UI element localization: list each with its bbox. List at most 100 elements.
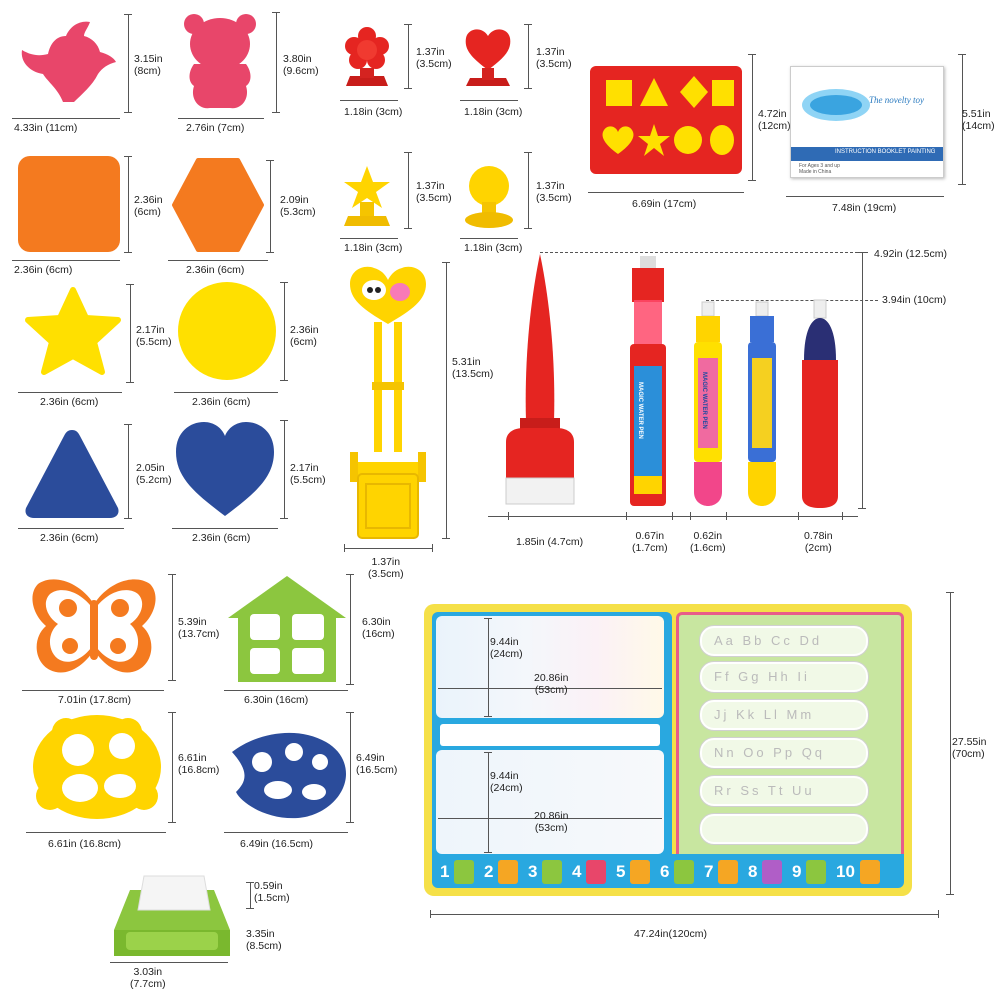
magic-pen-2-label: MAGIC WATER PEN bbox=[701, 372, 707, 429]
stamp3-width-label: 1.18in (3cm) bbox=[344, 242, 403, 254]
water-tray-icon bbox=[114, 875, 230, 956]
mat-number-cell: 5 bbox=[616, 858, 652, 886]
mat-drawing-area-bottom bbox=[436, 750, 664, 854]
booklet-caption bbox=[791, 147, 943, 161]
triangle-height-label: 2.05in(5.2cm) bbox=[136, 462, 172, 486]
fish-stencil-icon bbox=[232, 732, 346, 819]
roller-height-label: 5.31in(13.5cm) bbox=[452, 356, 494, 380]
mat-top-height-label: 9.44in(24cm) bbox=[490, 636, 523, 660]
booklet-height-label: 5.51in(14cm) bbox=[962, 108, 995, 132]
mat-icon-strip bbox=[440, 724, 660, 746]
mat-letter-row: Nn Oo Pp Qq bbox=[700, 738, 868, 768]
mat-bottom-height-label: 9.44in(24cm) bbox=[490, 770, 523, 794]
bird-width-label: 4.33in (11cm) bbox=[14, 122, 78, 134]
bear-sponge-icon bbox=[184, 14, 256, 109]
square-width-label: 2.36in (6cm) bbox=[14, 264, 73, 276]
mat-width-label: 47.24in(120cm) bbox=[634, 928, 707, 940]
mat-letter-row: Aa Bb Cc Dd bbox=[700, 626, 868, 656]
pen1-width-label: 0.67in(1.7cm) bbox=[632, 530, 668, 554]
tray-width-label: 3.03in(7.7cm) bbox=[130, 966, 166, 990]
booklet-small-text: For Ages 3 and up bbox=[799, 163, 840, 169]
roller-width-label: 1.37in(3.5cm) bbox=[368, 556, 404, 580]
square-sponge bbox=[18, 156, 120, 252]
heart-stamp-icon bbox=[465, 29, 511, 86]
mat-letter-row: Ff Gg Hh Ii bbox=[700, 662, 868, 692]
hexagon-width-label: 2.36in (6cm) bbox=[186, 264, 245, 276]
magic-pen-3-icon bbox=[748, 301, 776, 506]
mat-bottom-width-label: 20.86in(53cm) bbox=[534, 810, 569, 834]
heart-sponge-icon bbox=[176, 422, 274, 516]
booklet-logo-icon bbox=[802, 89, 870, 121]
stamp1-height-label: 1.37in(3.5cm) bbox=[416, 46, 452, 70]
mat-height-label: 27.55in(70cm) bbox=[952, 736, 987, 760]
pen2-width-label: 0.62in(1.6cm) bbox=[690, 530, 726, 554]
circle-width-label: 2.36in (6cm) bbox=[192, 396, 251, 408]
tray-depth-label: 3.35in(8.5cm) bbox=[246, 928, 282, 952]
flower-width-label: 6.61in (16.8cm) bbox=[48, 838, 121, 850]
flower-height-label: 6.61in(16.8cm) bbox=[178, 752, 220, 776]
board-width-label: 6.69in (17cm) bbox=[632, 198, 697, 210]
heart-width-label: 2.36in (6cm) bbox=[192, 532, 251, 544]
stamp4-width-label: 1.18in (3cm) bbox=[464, 242, 523, 254]
stamp2-height-label: 1.37in(3.5cm) bbox=[536, 46, 572, 70]
bear-width-label: 2.76in (7cm) bbox=[186, 122, 245, 134]
stamp2-width-label: 1.18in (3cm) bbox=[464, 106, 523, 118]
stamp3-height-label: 1.37in(3.5cm) bbox=[416, 180, 452, 204]
booklet-width-label: 7.48in (19cm) bbox=[832, 202, 897, 214]
house-height-label: 6.30in(16cm) bbox=[362, 616, 395, 640]
board-height-label: 4.72in(12cm) bbox=[758, 108, 791, 132]
circle-sponge bbox=[178, 282, 276, 380]
shape-board-icon bbox=[590, 66, 742, 174]
star-height-label: 2.17in(5.5cm) bbox=[136, 324, 172, 348]
mat-drawing-area-top bbox=[436, 616, 664, 718]
sponge-brush-icon bbox=[505, 254, 575, 505]
water-pen-red-icon bbox=[802, 299, 838, 508]
square-height-label: 2.36in(6cm) bbox=[134, 194, 163, 218]
mat-number-cell: 8 bbox=[748, 858, 784, 886]
mat-letter-row: Jj Kk Ll Mm bbox=[700, 700, 868, 730]
mat-number-cell: 7 bbox=[704, 858, 740, 886]
hexagon-height-label: 2.09in(5.3cm) bbox=[280, 194, 316, 218]
flower-stencil-icon bbox=[33, 715, 161, 819]
booklet-tagline: The novelty toy bbox=[869, 95, 924, 105]
stamp1-width-label: 1.18in (3cm) bbox=[344, 106, 403, 118]
mat-letter-row bbox=[700, 814, 868, 844]
pen3-width-label: 0.78in(2cm) bbox=[804, 530, 833, 554]
booklet-caption-text: INSTRUCTION BOOKLET PAINTING bbox=[835, 149, 936, 155]
mat-number-cell: 3 bbox=[528, 858, 564, 886]
magic-pen-2-icon bbox=[694, 301, 722, 506]
bird-height-label: 3.15in(8cm) bbox=[134, 53, 163, 77]
heart-height-label: 2.17in(5.5cm) bbox=[290, 462, 326, 486]
mat-number-cell: 9 bbox=[792, 858, 828, 886]
butterfly-width-label: 7.01in (17.8cm) bbox=[58, 694, 131, 706]
mat-letter-row: Rr Ss Tt Uu bbox=[700, 776, 868, 806]
triangle-width-label: 2.36in (6cm) bbox=[40, 532, 99, 544]
hexagon-sponge-icon bbox=[172, 158, 264, 252]
mat-number-cell: 2 bbox=[484, 858, 520, 886]
butterfly-stencil-icon bbox=[32, 579, 156, 673]
mat-number-cell: 10 bbox=[836, 858, 892, 886]
star-sponge-icon bbox=[25, 287, 121, 375]
fish-width-label: 6.49in (16.5cm) bbox=[240, 838, 313, 850]
star-width-label: 2.36in (6cm) bbox=[40, 396, 99, 408]
magic-pen-1-label: MAGIC WATER PEN bbox=[637, 382, 643, 439]
magic-pen-1-icon bbox=[630, 256, 666, 506]
roller-stamp-icon bbox=[350, 266, 426, 539]
mat-top-width-label: 20.86in(53cm) bbox=[534, 672, 569, 696]
circle-stamp-icon bbox=[465, 166, 513, 228]
brush-width-label: 1.85in (4.7cm) bbox=[516, 536, 584, 548]
butterfly-height-label: 5.39in(13.7cm) bbox=[178, 616, 220, 640]
mat-number-cell: 1 bbox=[440, 858, 476, 886]
fish-height-label: 6.49in(16.5cm) bbox=[356, 752, 398, 776]
pen-short-label: 3.94in (10cm) bbox=[882, 294, 947, 306]
bird-sponge-icon bbox=[21, 21, 116, 102]
booklet-small-text: Made in China bbox=[799, 169, 832, 175]
flower-stamp-icon bbox=[345, 27, 389, 86]
star-stamp-icon bbox=[344, 166, 390, 226]
mat-number-cell: 4 bbox=[572, 858, 608, 886]
bear-height-label: 3.80in(9.6cm) bbox=[283, 53, 319, 77]
tray-height-label: 0.59in(1.5cm) bbox=[254, 880, 290, 904]
house-width-label: 6.30in (16cm) bbox=[244, 694, 309, 706]
instruction-booklet: The novelty toy INSTRUCTION BOOKLET PAIN… bbox=[790, 66, 944, 178]
pen-tall-label: 4.92in (12.5cm) bbox=[874, 248, 947, 260]
